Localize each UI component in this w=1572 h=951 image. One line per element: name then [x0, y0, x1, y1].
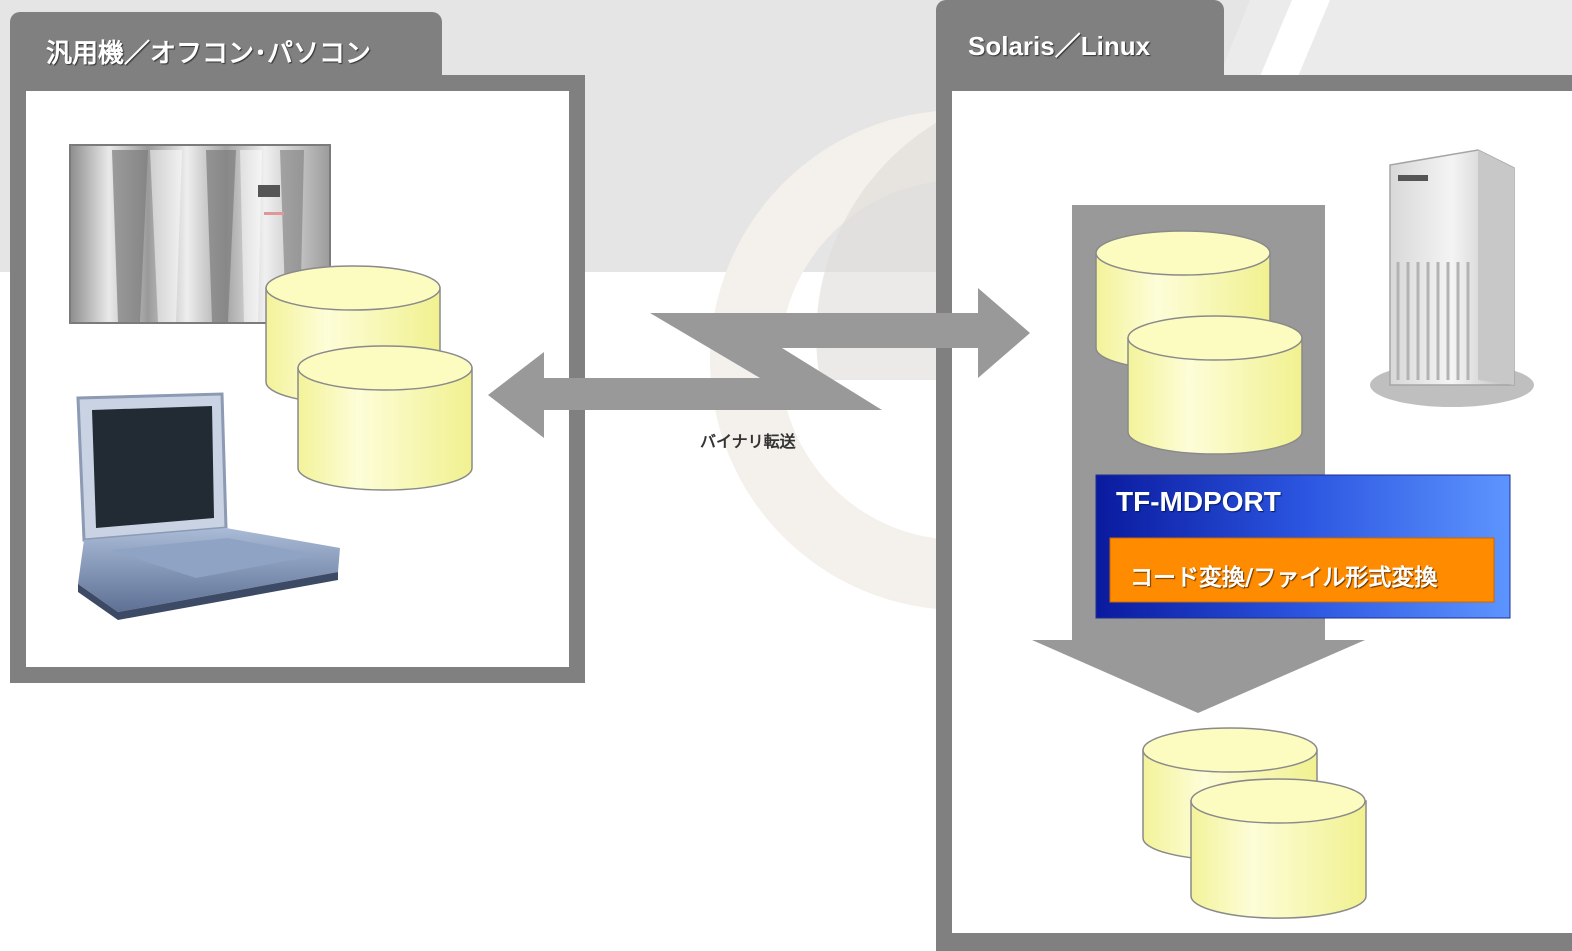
laptop-icon [76, 392, 340, 620]
tower-server-icon [1370, 149, 1534, 407]
tf-mdport-title: TF-MDPORT [1116, 486, 1281, 517]
binary-transfer-label: バイナリ転送 [700, 432, 796, 451]
binary-transfer-arrow-shape [488, 288, 1030, 438]
mainframe-icon [69, 144, 331, 324]
output-database-icon-front [1190, 778, 1367, 919]
right-panel-title: Solaris／Linux [968, 31, 1151, 61]
tf-mdport-box [1095, 474, 1511, 619]
left-database-icon-front [297, 345, 473, 491]
left-panel-title: 汎用機／オフコン･パソコン [46, 39, 372, 69]
source-database-icon-front [1127, 315, 1303, 455]
conversion-function-label: コード変換/ファイル形式変換 [1130, 565, 1438, 591]
